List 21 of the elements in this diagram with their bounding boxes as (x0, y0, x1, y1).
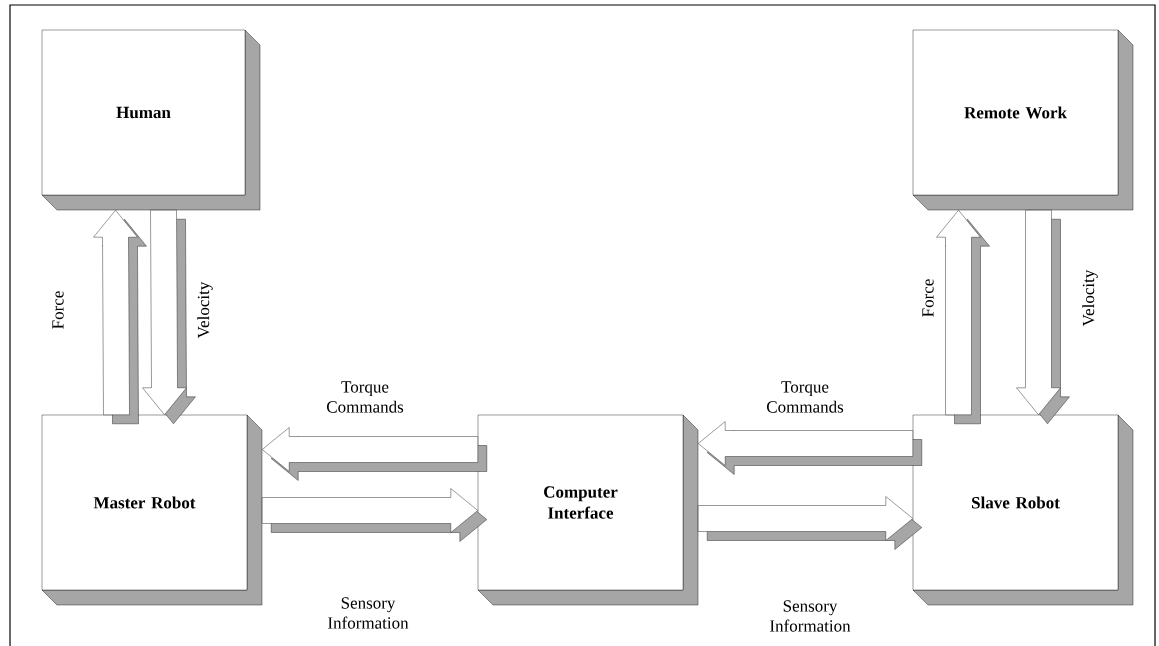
box: Human (41, 29, 261, 211)
box: Computer Interface (477, 414, 699, 606)
block-arrow (93, 210, 147, 424)
edge-label: Velocity (197, 281, 213, 339)
edge-label: Torque Commands (766, 381, 844, 413)
edge-label: Sensory Information (770, 600, 851, 632)
block-arrow (698, 421, 922, 475)
edge-label: Force (52, 291, 64, 329)
block-arrow (1016, 210, 1070, 424)
edge-label: Sensory Information (328, 597, 409, 629)
block-arrow (936, 210, 990, 424)
block-arrow (142, 210, 196, 424)
edge-label: Force (922, 279, 934, 317)
block-arrow (262, 488, 487, 542)
box: Slave Robot (912, 414, 1134, 606)
block-arrow (262, 427, 487, 481)
block-arrow (698, 496, 922, 550)
edge-label: Velocity (1082, 269, 1098, 327)
edge-label: Torque Commands (326, 381, 404, 413)
box: Master Robot (41, 414, 263, 606)
box: Remote Work (912, 29, 1134, 211)
